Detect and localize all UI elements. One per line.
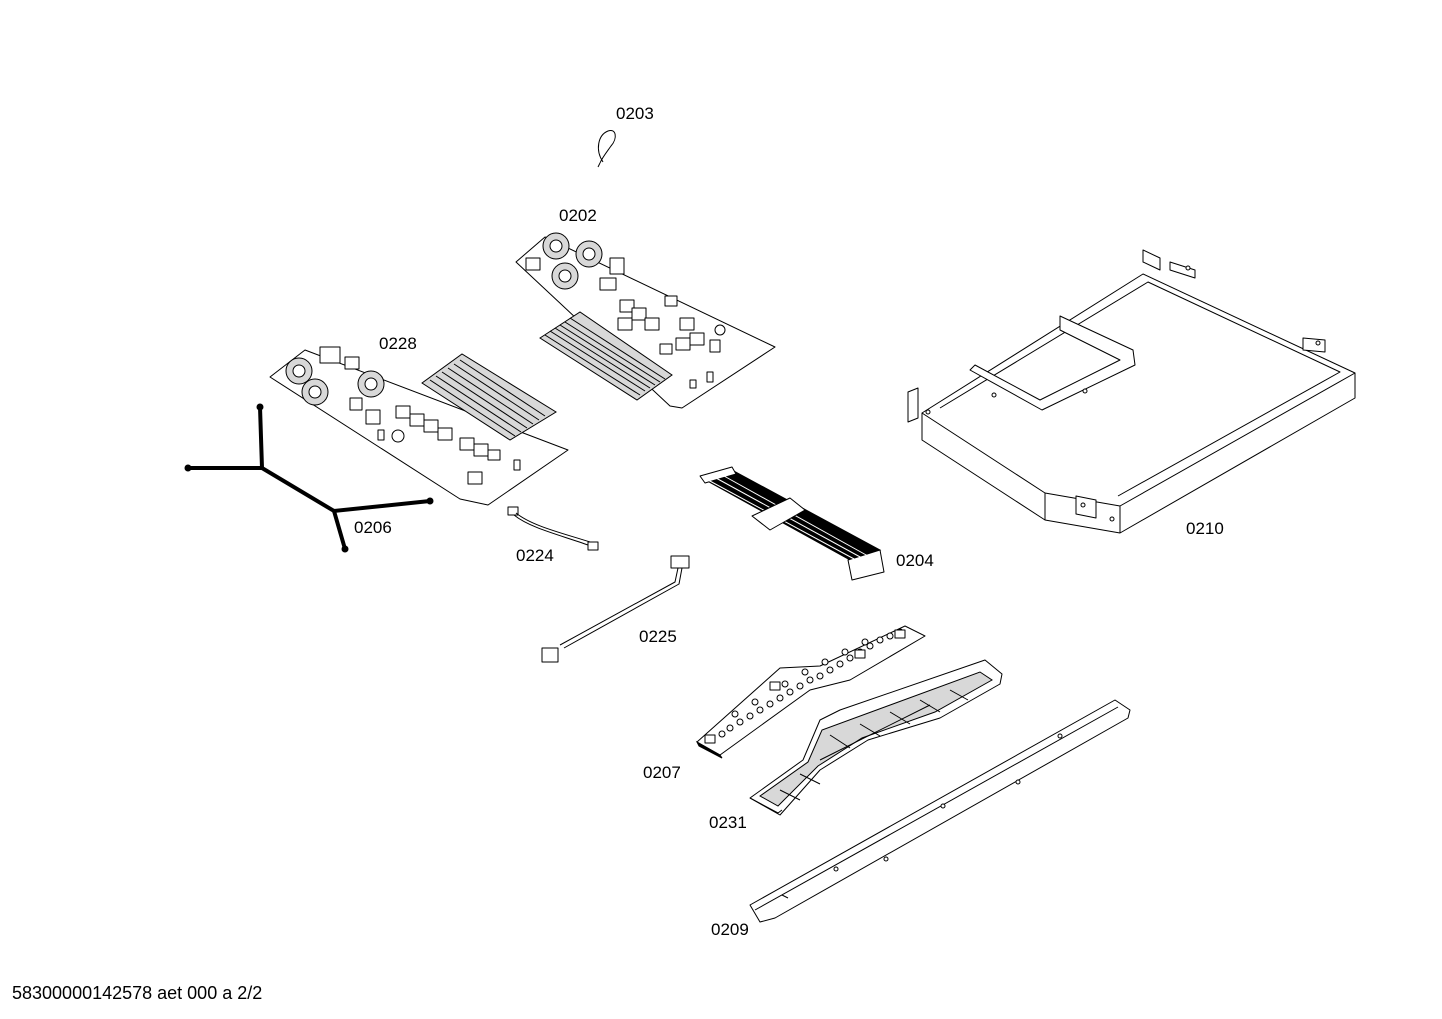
part-0224-cable — [507, 506, 599, 551]
label-0204: 0204 — [896, 551, 934, 570]
part-0204-ribbon-cable — [699, 466, 885, 581]
label-0228: 0228 — [379, 334, 417, 353]
label-0209: 0209 — [711, 920, 749, 939]
part-0207-control-board — [695, 625, 926, 759]
part-0210-housing — [907, 249, 1356, 534]
label-0202: 0202 — [559, 206, 597, 225]
label-0210: 0210 — [1186, 519, 1224, 538]
part-0202-power-board — [515, 232, 776, 409]
label-0203: 0203 — [616, 104, 654, 123]
label-0207: 0207 — [643, 763, 681, 782]
part-0209-trim-strip — [749, 699, 1131, 923]
part-0225-cable — [541, 555, 690, 663]
part-0231-frame — [749, 659, 1003, 816]
label-0224: 0224 — [516, 546, 554, 565]
part-0206-ground-wire — [184, 403, 434, 553]
label-0225: 0225 — [639, 627, 677, 646]
part-0203-clip — [597, 129, 616, 168]
diagram-reference-code: 58300000142578 aet 000 a 2/2 — [12, 983, 263, 1003]
part-0228-power-board — [269, 346, 569, 506]
label-0206: 0206 — [354, 518, 392, 537]
label-0231: 0231 — [709, 813, 747, 832]
